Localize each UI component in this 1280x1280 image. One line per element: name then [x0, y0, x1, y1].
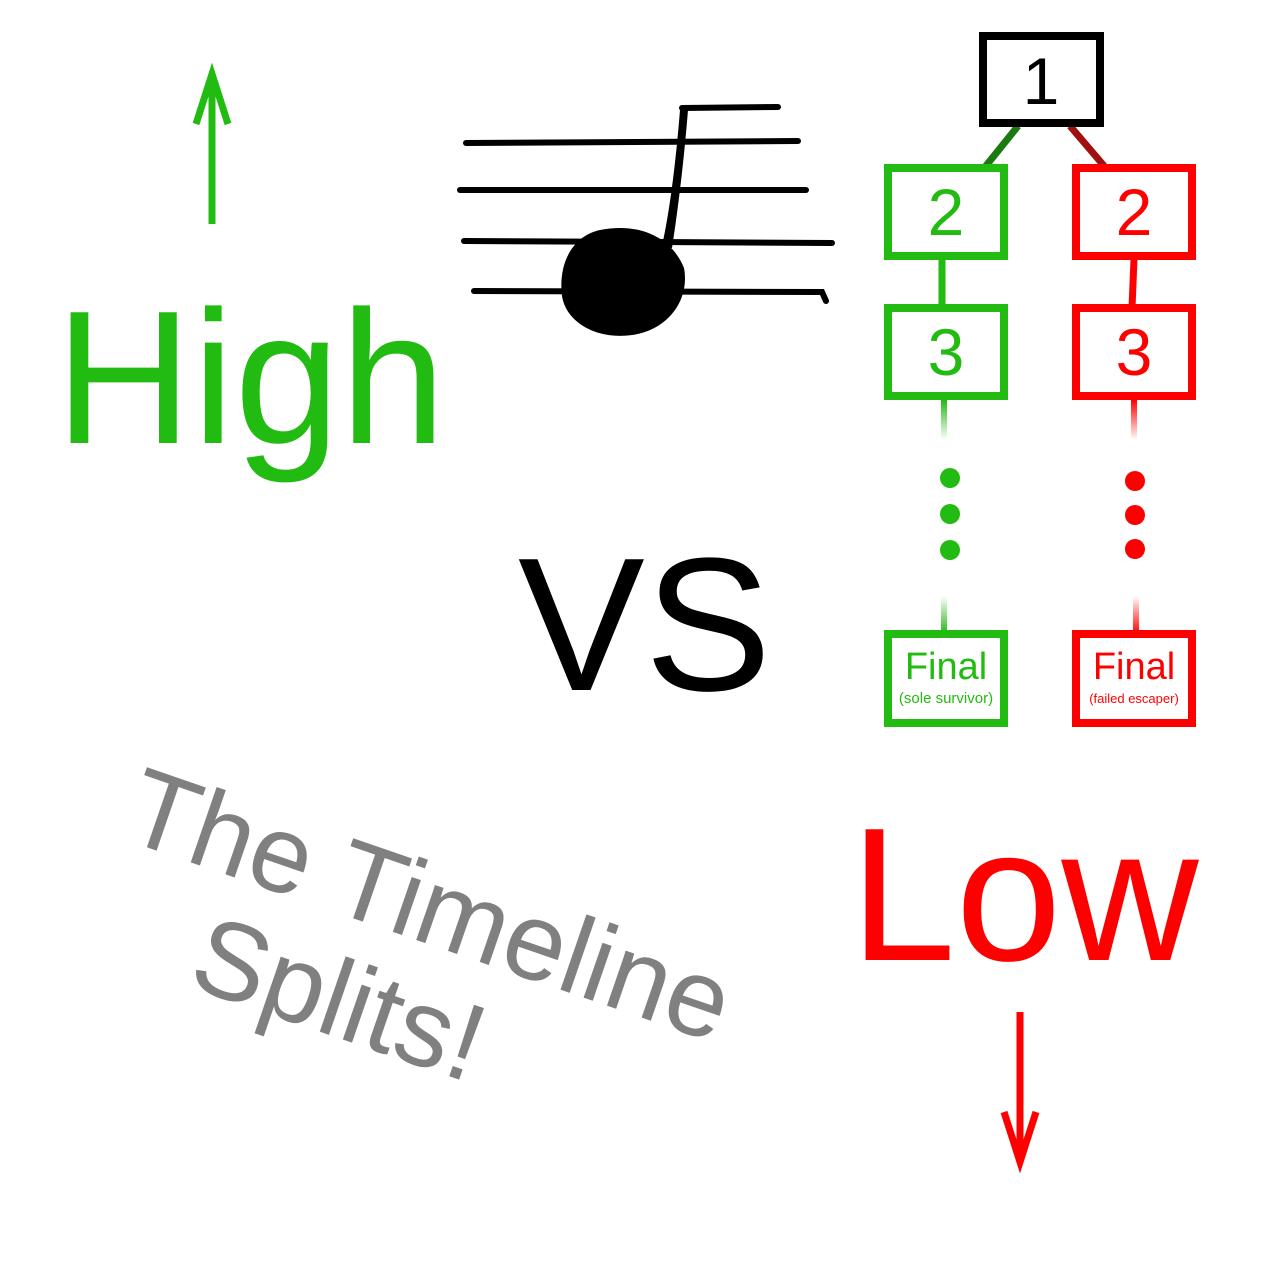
- low-label: Low: [850, 789, 1199, 1001]
- tree-node-green-3: 3: [884, 304, 1008, 400]
- svg-text:3: 3: [1116, 315, 1153, 389]
- svg-text:3: 3: [928, 315, 965, 389]
- tree-node-red-final: Final (failed escaper): [1072, 630, 1196, 727]
- red-final-label: Final: [1093, 646, 1175, 688]
- green-final-label: Final: [905, 646, 987, 688]
- red-final-note: (failed escaper): [1089, 691, 1179, 706]
- staff-line: [463, 138, 801, 146]
- connector-green-fade-up: [941, 596, 947, 634]
- tree-node-green-final: Final (sole survivor): [884, 630, 1008, 727]
- connector-red-fade-down: [1131, 400, 1137, 440]
- green-final-note: (sole survivor): [899, 690, 993, 707]
- note-flag: [679, 104, 781, 111]
- tree-node-root: 1: [979, 32, 1104, 127]
- note-head: [561, 227, 685, 336]
- note-stem: [662, 110, 688, 248]
- caption-group: The Timeline Splits!: [112, 744, 747, 1105]
- svg-text:2: 2: [1116, 175, 1153, 249]
- versus-label: VS: [518, 519, 771, 731]
- connector-red-fade-up: [1133, 596, 1139, 634]
- connector-green-fade-down: [941, 400, 947, 440]
- connector-root-red: [1067, 123, 1108, 170]
- tree-node-red-2: 2: [1072, 164, 1196, 260]
- tree-connectors: [938, 123, 1139, 634]
- connector-root-green: [982, 123, 1021, 170]
- tree-node-red-3: 3: [1072, 304, 1196, 400]
- green-ellipsis: [940, 468, 960, 560]
- svg-text:1: 1: [1023, 44, 1060, 118]
- up-arrow-icon: [192, 62, 232, 224]
- svg-text:2: 2: [928, 175, 965, 249]
- red-ellipsis: [1125, 471, 1145, 559]
- connector-red-2-3: [1128, 258, 1138, 309]
- down-arrow-icon: [1000, 1012, 1040, 1174]
- high-label: High: [55, 272, 446, 484]
- music-note-icon: [457, 104, 835, 336]
- tree-node-green-2: 2: [884, 164, 1008, 260]
